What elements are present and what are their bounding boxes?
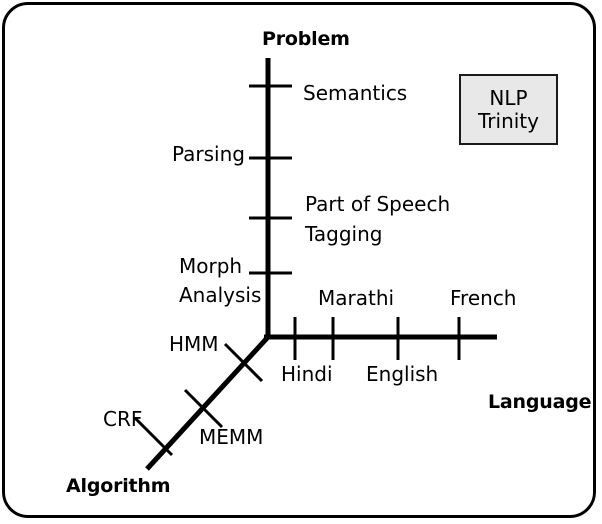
tick-label-semantics: Semantics [303,81,408,105]
language-axis-title: Language [488,391,592,413]
legend-line-2: Trinity [478,108,539,133]
figure-border [2,2,596,518]
algorithm-tick-crf [133,416,174,457]
tick-label-french: French [450,286,517,310]
tick-label-hindi: Hindi [281,362,333,386]
algorithm-axis-line [145,335,270,471]
legend-line-1: NLP [489,85,528,110]
algorithm-axis-title: Algorithm [66,475,171,497]
algorithm-tick-hmm [223,342,264,383]
tick-label-parsing: Parsing [172,142,245,166]
tick-label-crf: CRF [103,407,143,431]
tick-label-memm: MEMM [199,425,264,449]
tick-label-english: English [366,362,439,386]
tick-label-morph-line2: Analysis [179,283,262,307]
tick-label-hmm: HMM [169,332,219,356]
tick-label-pos-tagging-line1: Part of Speech [305,192,451,216]
algorithm-tick-memm [183,388,224,429]
nlp-trinity-legend-text: NLP Trinity [478,85,539,133]
tick-label-morph-line1: Morph [179,254,243,278]
tick-label-pos-tagging-line2: Tagging [305,222,383,246]
nlp-trinity-legend-box: NLP Trinity [459,74,558,145]
tick-label-marathi: Marathi [318,286,395,310]
problem-axis-title: Problem [262,28,350,50]
